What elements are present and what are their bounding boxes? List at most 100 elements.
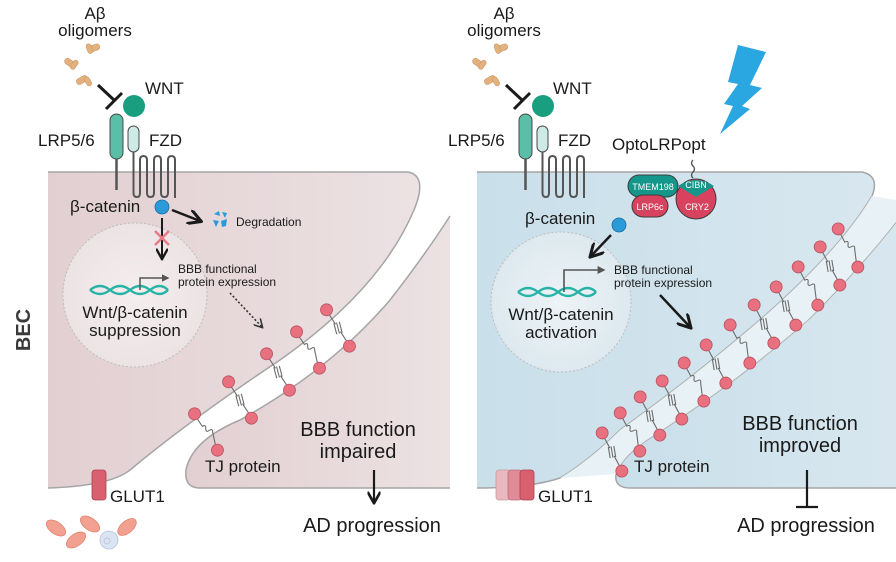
inhibition-icon [96, 83, 124, 111]
wnt-label: WNT [145, 79, 184, 98]
tj-protein-pair [188, 407, 224, 457]
tj-protein-icon [791, 260, 805, 274]
tmem-label: TMEM198 [632, 182, 674, 192]
tj-protein-icon [833, 278, 847, 292]
tj-protein-pair [633, 390, 667, 442]
tj-protein-icon [677, 356, 691, 370]
tj-protein-icon [723, 318, 737, 332]
beta-catenin-label: β-catenin [70, 197, 140, 216]
right-panel: Aβ oligomers WNT LRP5/6 FZD OptoLRPopt [448, 4, 896, 537]
tj-protein-group-left [188, 303, 356, 457]
right-cleft [560, 196, 896, 478]
tj-protein-icon [655, 374, 669, 388]
wnt-icon-right [532, 95, 554, 117]
tj-protein-icon [320, 303, 333, 317]
tj-protein-pair [655, 374, 689, 426]
tj-protein-pair [813, 240, 847, 292]
tj-protein-icon [789, 318, 803, 332]
glut1-icon-right [495, 469, 535, 501]
tj-protein-pair [699, 338, 733, 390]
opto-label: OptoLRPopt [612, 135, 706, 154]
tj-label: TJ protein [205, 457, 281, 476]
abeta-oligomers-icon [64, 43, 101, 87]
expression-label-2: protein expression [178, 275, 276, 289]
transcription-arrow-right [563, 266, 606, 292]
oligomers-label-right: oligomers [467, 21, 541, 40]
tj-protein-icon [767, 336, 781, 350]
tj-protein-icon [633, 444, 647, 458]
tj-protein-pair [613, 406, 647, 458]
lrp-receptor-icon [109, 113, 124, 190]
abeta-label: Aβ [84, 4, 105, 23]
tj-protein-icon [699, 338, 713, 352]
tj-protein-icon [290, 325, 303, 339]
expression-label-2-right: protein expression [614, 276, 712, 290]
tj-protein-icon [813, 240, 827, 254]
tj-protein-icon [747, 298, 761, 312]
nucleus-right [490, 231, 632, 373]
tj-protein-pair [595, 426, 629, 478]
tj-protein-pair [677, 356, 711, 408]
tj-protein-icon [595, 426, 609, 440]
blood-cells-icon [45, 515, 137, 550]
tj-protein-icon [613, 406, 627, 420]
lrp6c-label: LRP6c [636, 202, 664, 212]
lrp-receptor-icon-right [518, 113, 533, 190]
tj-protein-icon [719, 376, 733, 390]
tj-protein-icon [743, 356, 757, 370]
nucleus-left [62, 222, 208, 368]
tj-protein-pair [260, 347, 296, 397]
activation-arrow [591, 234, 612, 256]
degradation-label: Degradation [236, 215, 301, 229]
fzd-receptor-icon [127, 125, 176, 199]
transcription-arrow [139, 274, 170, 290]
beta-catenin-label-right: β-catenin [525, 209, 595, 228]
fzd-label: FZD [149, 131, 182, 150]
tj-protein-icon [222, 375, 235, 389]
dna-icon-right [517, 286, 597, 298]
oligomers-label: oligomers [58, 21, 132, 40]
outcome-label-2: impaired [320, 441, 397, 463]
fzd-receptor-icon-right [536, 125, 585, 199]
lrp-label: LRP5/6 [38, 131, 95, 150]
glut1-icon [91, 469, 107, 501]
right-upper-cell-edge [476, 171, 876, 489]
tj-protein-pair [723, 318, 757, 370]
nucleus-label-1: Wnt/β-catenin [82, 303, 187, 322]
nucleus-label-1-right: Wnt/β-catenin [508, 305, 613, 324]
tj-protein-icon [245, 411, 258, 425]
tj-protein-pair [747, 298, 781, 350]
tj-protein-icon [343, 339, 356, 353]
left-panel: Aβ oligomers WNT LRP5/6 FZD β-catenin [13, 4, 451, 550]
beta-catenin-icon [154, 199, 170, 215]
outcome-label-2-right: improved [759, 435, 841, 457]
glut1-label-right: GLUT1 [538, 487, 593, 506]
solid-arrow-right [659, 294, 690, 327]
expression-label-1-right: BBB functional [614, 263, 693, 277]
left-lower-cell-edge [185, 215, 451, 489]
degradation-icon [213, 211, 227, 227]
tj-protein-icon [283, 383, 296, 397]
tj-protein-icon [811, 298, 825, 312]
tj-protein-icon [313, 361, 326, 375]
outcome-label-1: BBB function [300, 419, 416, 441]
tj-protein-pair [222, 375, 258, 425]
dna-icon [89, 284, 169, 296]
expression-label-1: BBB functional [178, 262, 257, 276]
inhibits-icon [796, 470, 818, 509]
tj-protein-icon [831, 222, 845, 236]
tj-protein-pair [320, 303, 356, 353]
tj-protein-pair [831, 222, 865, 274]
bec-label: BEC [13, 309, 35, 351]
result-label-right: AD progression [737, 515, 875, 537]
fzd-label-right: FZD [558, 131, 591, 150]
optolrp-complex-icon [627, 159, 717, 220]
tj-protein-icon [633, 390, 647, 404]
nucleus-label-2: suppression [89, 321, 181, 340]
tj-protein-group-right [595, 222, 865, 478]
cry2-label: CRY2 [685, 202, 709, 212]
tj-protein-icon [769, 280, 783, 294]
left-upper-cell-edge [47, 171, 421, 489]
wnt-label-right: WNT [553, 79, 592, 98]
